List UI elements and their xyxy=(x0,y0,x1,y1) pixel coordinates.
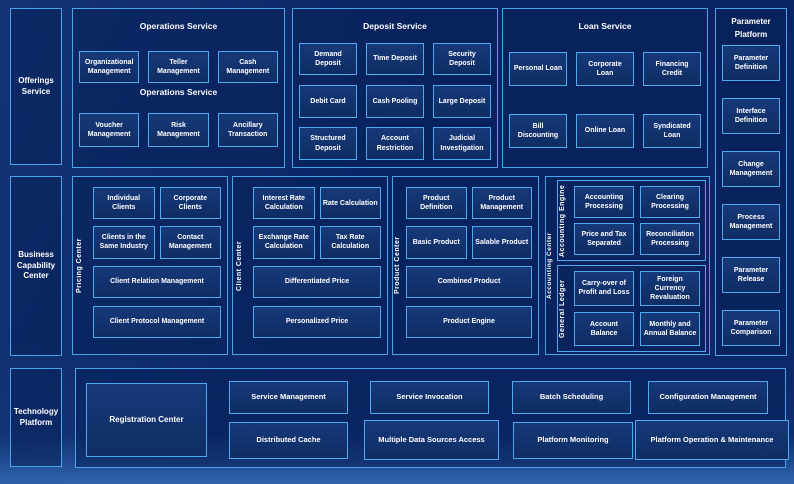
deposit-service-panel: Deposit Service Demand Deposit Time Depo… xyxy=(292,8,498,168)
accounting-engine-label: Accounting Engine xyxy=(559,184,566,257)
box-judicial-investigation: Judicial Investigation xyxy=(433,127,491,160)
parameter-platform-items: Parameter Definition Interface Definitio… xyxy=(716,45,786,346)
parameter-platform-title: Parameter Platform xyxy=(731,17,771,39)
parameter-platform-panel: Parameter Platform Parameter Definition … xyxy=(715,8,787,356)
pricing-center-panel: Pricing Center Individual Clients Corpor… xyxy=(72,176,228,355)
box-ancillary-transaction: Ancillary Transaction xyxy=(217,113,278,147)
box-parameter-comparison: Parameter Comparison xyxy=(722,310,780,346)
box-combined-product: Combined Product xyxy=(406,265,532,298)
pricing-center-label: Pricing Center xyxy=(76,238,83,293)
box-exchange-rate-calculation: Exchange Rate Calculation xyxy=(253,226,315,259)
box-service-management: Service Management xyxy=(229,381,348,414)
operations-service-title: Operations Service xyxy=(139,21,218,31)
box-client-relation-management: Client Relation Management xyxy=(93,265,221,298)
box-platform-operation-maintenance: Platform Operation & Maintenance xyxy=(635,420,789,460)
box-security-deposit: Security Deposit xyxy=(433,43,491,75)
accounting-center-panel: Accounting Center Accounting Engine Acco… xyxy=(545,176,710,355)
box-monthly-annual-balance: Monthly and Annual Balance xyxy=(640,311,700,346)
client-center-panel: Client Center Interest Rate Calculation … xyxy=(232,176,388,355)
box-basic-product: Basic Product xyxy=(406,226,467,259)
box-cash-management: Cash Management xyxy=(217,51,278,83)
box-process-management: Process Management xyxy=(722,204,780,240)
box-configuration-management: Configuration Management xyxy=(648,381,768,414)
box-corporate-loan: Corporate Loan xyxy=(576,52,634,86)
box-reconciliation-processing: Reconciliation Processing xyxy=(640,223,700,255)
accounting-engine-group: Accounting Engine Accounting Processing … xyxy=(557,180,706,261)
rail-technology-platform: Technology Platform xyxy=(10,368,62,467)
rail-business-capability-center: Business Capability Center xyxy=(10,176,62,356)
box-risk-management: Risk Management xyxy=(148,113,209,147)
box-accounting-processing: Accounting Processing xyxy=(574,186,634,218)
deposit-row-3: Structured Deposit Account Restriction J… xyxy=(299,127,491,160)
loan-row-2: Bill Discounting Online Loan Syndicated … xyxy=(509,114,701,148)
box-multiple-data-sources-access: Multiple Data Sources Access xyxy=(364,420,499,460)
box-demand-deposit: Demand Deposit xyxy=(299,43,357,75)
box-time-deposit: Time Deposit xyxy=(366,43,424,75)
loan-service-panel: Loan Service Personal Loan Corporate Loa… xyxy=(502,8,708,168)
box-carry-over-profit-loss: Carry-over of Profit and Loss xyxy=(574,271,634,306)
box-account-balance: Account Balance xyxy=(574,311,634,346)
operations-row-1: Organizational Management Teller Managem… xyxy=(79,51,278,83)
box-large-deposit: Large Deposit xyxy=(433,85,491,118)
product-center-label: Product Center xyxy=(394,236,401,295)
box-corporate-clients: Corporate Clients xyxy=(159,187,221,220)
box-product-management: Product Management xyxy=(471,187,532,220)
box-tax-rate-calculation: Tax Rate Calculation xyxy=(319,226,381,259)
box-parameter-release: Parameter Release xyxy=(722,257,780,293)
box-batch-scheduling: Batch Scheduling xyxy=(512,381,631,414)
box-interface-definition: Interface Definition xyxy=(722,98,780,134)
rail-offerings-service: Offerings Service xyxy=(10,8,62,165)
box-registration-center: Registration Center xyxy=(86,383,207,457)
box-online-loan: Online Loan xyxy=(576,114,634,148)
operations-service-mid-label: Operations Service xyxy=(139,87,218,97)
box-price-and-tax-separated: Price and Tax Separated xyxy=(574,223,634,255)
technology-platform-panel: Registration Center Service Management S… xyxy=(75,368,789,468)
box-product-engine: Product Engine xyxy=(406,305,532,338)
box-differentiated-price: Differentiated Price xyxy=(253,265,381,298)
deposit-row-2: Debit Card Cash Pooling Large Deposit xyxy=(299,85,491,118)
box-organizational-management: Organizational Management xyxy=(79,51,140,83)
product-center-panel: Product Center Product Definition Produc… xyxy=(392,176,539,355)
box-parameter-definition: Parameter Definition xyxy=(722,45,780,81)
box-interest-rate-calculation: Interest Rate Calculation xyxy=(253,187,315,220)
box-change-management: Change Management xyxy=(722,151,780,187)
operations-row-2: Voucher Management Risk Management Ancil… xyxy=(79,113,278,147)
general-ledger-label: General Ledger xyxy=(559,279,566,338)
box-bill-discounting: Bill Discounting xyxy=(509,114,567,148)
box-distributed-cache: Distributed Cache xyxy=(229,422,348,459)
box-syndicated-loan: Syndicated Loan xyxy=(643,114,701,148)
box-service-invocation: Service Invocation xyxy=(370,381,489,414)
box-debit-card: Debit Card xyxy=(299,85,357,118)
box-platform-monitoring: Platform Monitoring xyxy=(513,422,633,459)
box-clearing-processing: Clearing Processing xyxy=(640,186,700,218)
loan-row-1: Personal Loan Corporate Loan Financing C… xyxy=(509,52,701,86)
box-personal-loan: Personal Loan xyxy=(509,52,567,86)
box-cash-pooling: Cash Pooling xyxy=(366,85,424,118)
box-teller-management: Teller Management xyxy=(148,51,209,83)
box-product-definition: Product Definition xyxy=(406,187,467,220)
box-account-restriction: Account Restriction xyxy=(366,127,424,160)
loan-service-title: Loan Service xyxy=(578,21,632,31)
box-clients-same-industry: Clients in the Same Industry xyxy=(93,226,155,259)
box-client-protocol-management: Client Protocol Management xyxy=(93,305,221,338)
box-contact-management: Contact Management xyxy=(159,226,221,259)
box-voucher-management: Voucher Management xyxy=(79,113,140,147)
box-structured-deposit: Structured Deposit xyxy=(299,127,357,160)
accounting-center-label: Accounting Center xyxy=(546,232,553,299)
box-rate-calculation: Rate Calculation xyxy=(319,187,381,220)
box-financing-credit: Financing Credit xyxy=(643,52,701,86)
box-foreign-currency-revaluation: Foreign Currency Revaluation xyxy=(640,271,700,306)
deposit-row-1: Demand Deposit Time Deposit Security Dep… xyxy=(299,43,491,75)
client-center-label: Client Center xyxy=(236,240,243,291)
general-ledger-group: General Ledger Carry-over of Profit and … xyxy=(557,265,706,352)
box-personalized-price: Personalized Price xyxy=(253,305,381,338)
box-individual-clients: Individual Clients xyxy=(93,187,155,220)
box-salable-product: Salable Product xyxy=(471,226,532,259)
operations-service-panel: Operations Service Organizational Manage… xyxy=(72,8,285,168)
deposit-service-title: Deposit Service xyxy=(363,21,427,31)
